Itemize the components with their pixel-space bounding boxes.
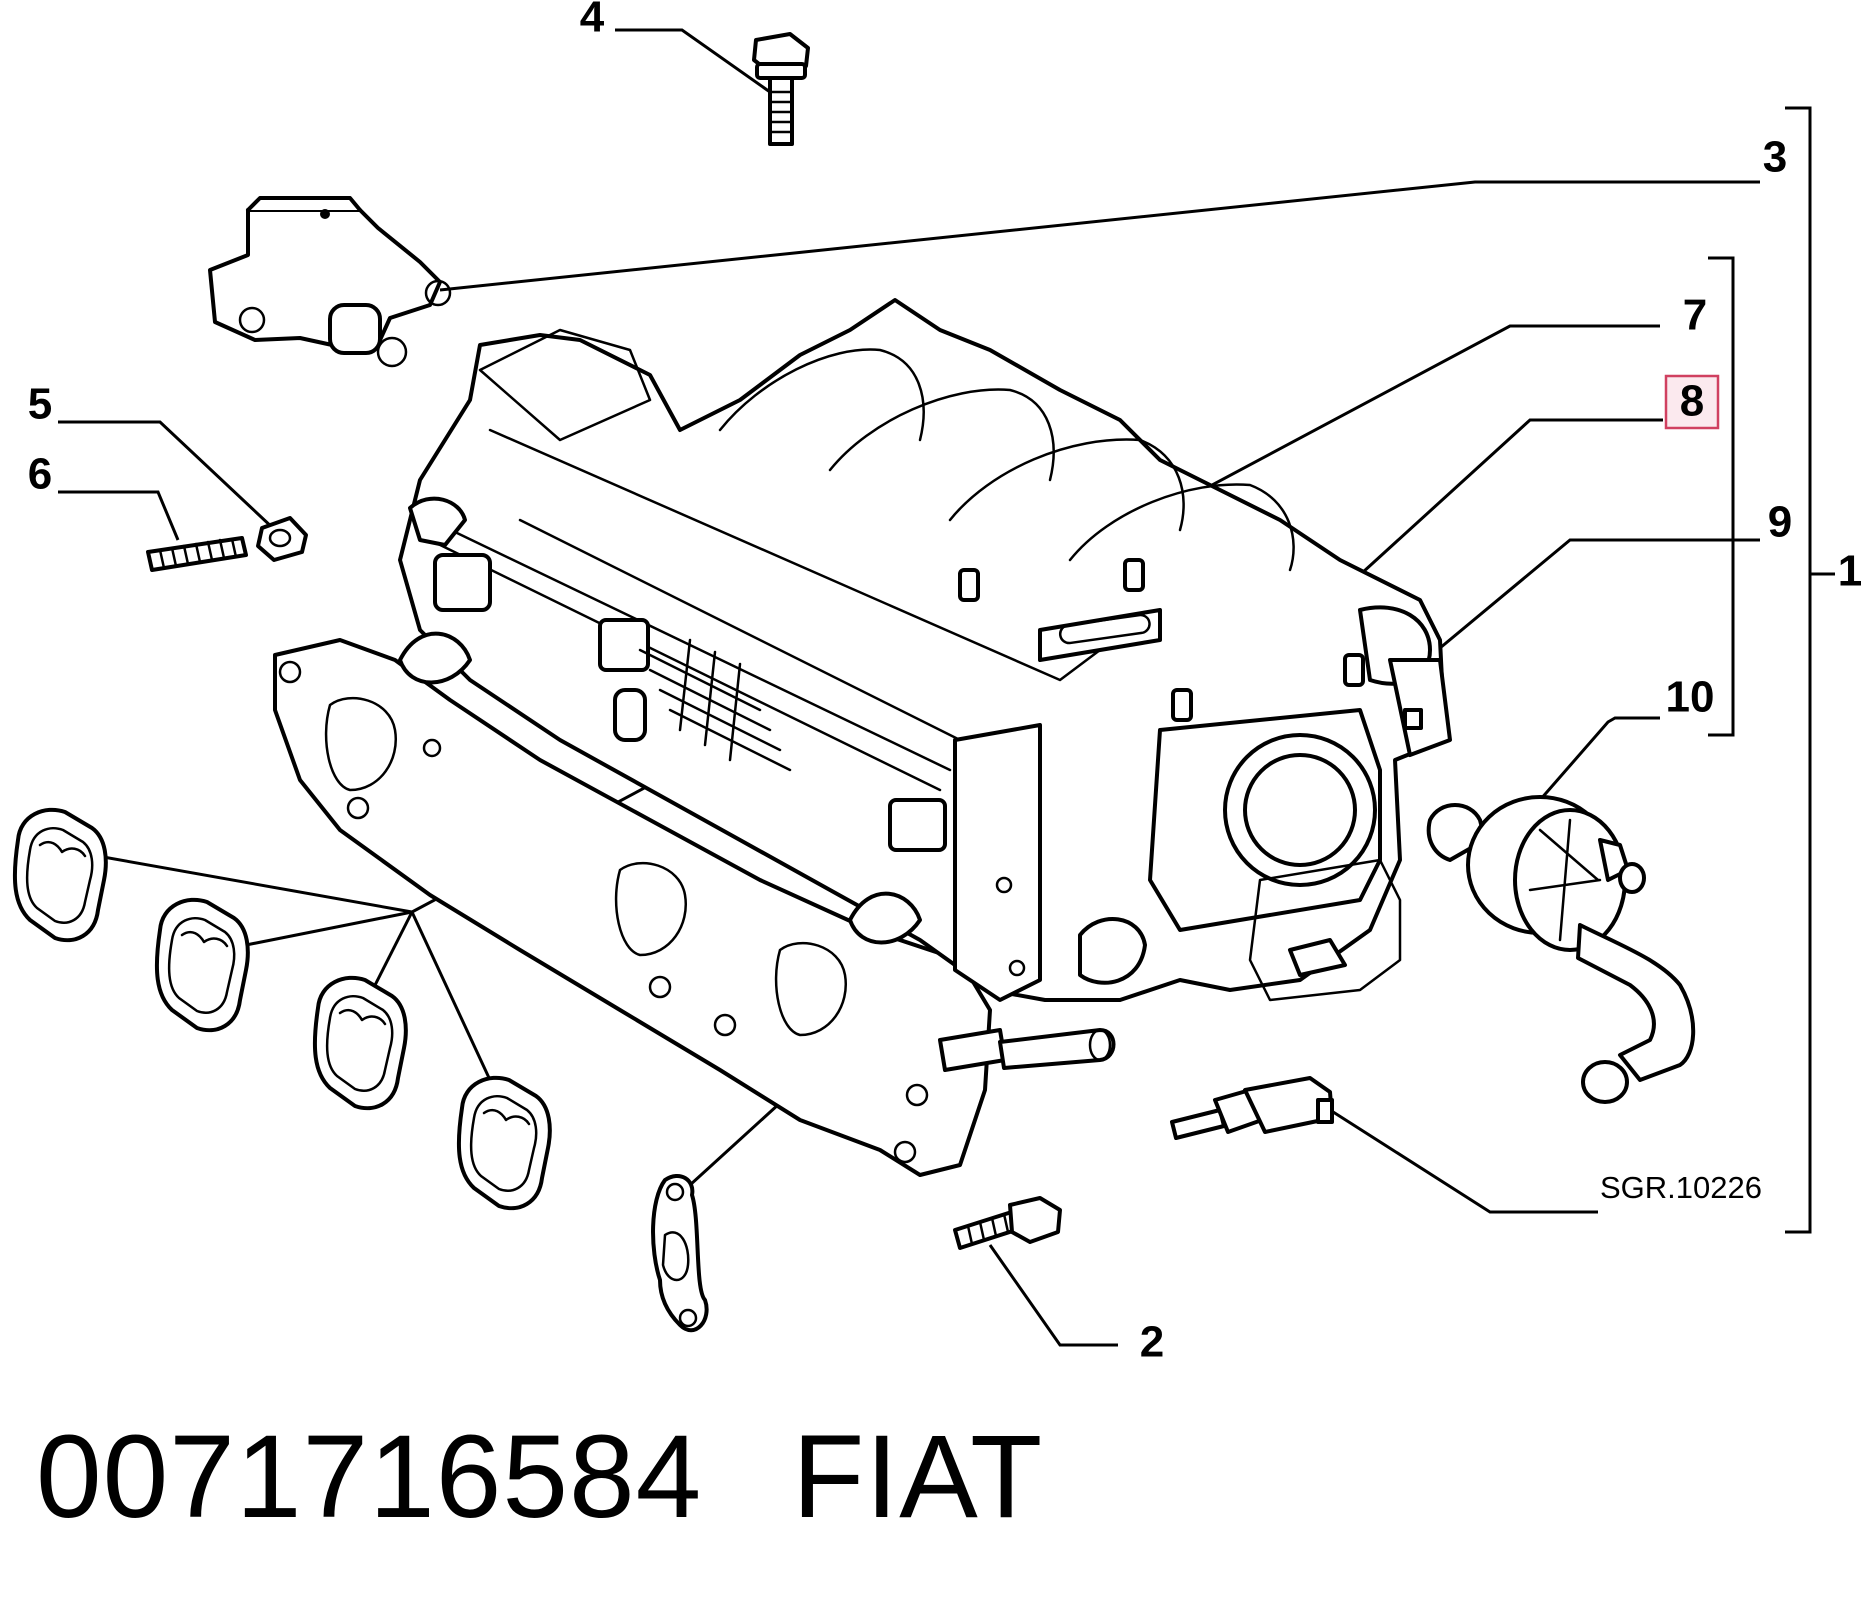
gasket	[312, 975, 408, 1111]
gasket-group	[12, 807, 552, 1211]
part-number: 0071716584	[36, 1411, 703, 1543]
intake-manifold	[273, 298, 1452, 1177]
callout-3: 3	[1763, 133, 1787, 182]
callout-5: 5	[28, 380, 52, 429]
callout-9: 9	[1768, 498, 1792, 547]
brand-name: FIAT	[792, 1411, 1044, 1543]
bracket-assembly-1	[1785, 106, 1835, 1234]
sensor-part-3	[208, 196, 452, 368]
callout-7: 7	[1683, 291, 1707, 340]
callout-8-highlight: 8	[1664, 374, 1720, 430]
gasket	[154, 897, 250, 1033]
nut-part-5	[256, 516, 308, 562]
callout-2: 2	[1140, 1318, 1164, 1367]
callout-8: 8	[1680, 377, 1704, 426]
callout-6: 6	[28, 450, 52, 499]
callout-4: 4	[580, 0, 605, 42]
gasket	[456, 1075, 552, 1211]
callout-labels: 1 2 3 4 5 6 7 8 9 10 SGR.10226	[28, 0, 1862, 1367]
temperature-sensor	[1170, 1076, 1334, 1140]
breather-valve-part-10	[1426, 795, 1696, 1104]
callout-10: 10	[1666, 673, 1715, 722]
callout-1: 1	[1838, 547, 1862, 596]
gasket	[12, 807, 108, 943]
bolt-part-4	[752, 32, 810, 146]
bolt-part-2	[953, 1196, 1062, 1250]
bracket-group-7-10	[1708, 256, 1735, 737]
stud-part-6	[146, 536, 248, 572]
small-gasket-part-8	[651, 1174, 709, 1333]
drawing-code: SGR.10226	[1600, 1170, 1762, 1205]
